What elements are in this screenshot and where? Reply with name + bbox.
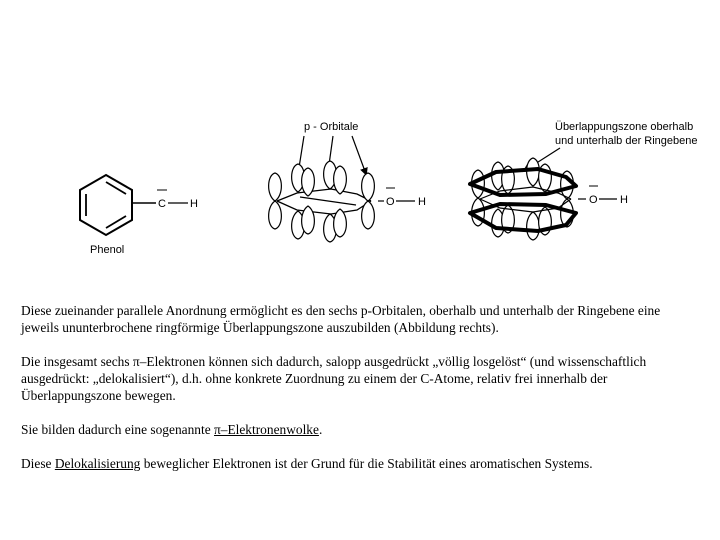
- paragraph-overlap: Diese zueinander parallele Anordnung erm…: [21, 303, 661, 335]
- overlap-label-line2: und unterhalb der Ringebene: [555, 135, 698, 147]
- phenol-structure: C H Phenol: [79, 173, 198, 256]
- paragraph-electron-cloud: Sie bilden dadurch eine sogenannte π–Ele…: [21, 421, 701, 438]
- p-orbitals-diagram: p - Orbitale O H: [268, 121, 426, 243]
- right-group-o: O: [589, 194, 598, 206]
- aromaticity-figure: C H Phenol p - Orbitale O H Überlap: [79, 121, 698, 256]
- p4-text-before: Diese: [21, 456, 55, 471]
- arrow-3: [351, 135, 368, 176]
- middle-group-o: O: [386, 196, 395, 208]
- phenol-label: Phenol: [90, 244, 124, 256]
- p-orbitals-label: p - Orbitale: [304, 121, 358, 133]
- p4-text-after: beweglicher Elektronen ist der Grund für…: [140, 456, 593, 471]
- phenol-group-h: H: [190, 198, 198, 210]
- overlap-ring-bottom: [468, 202, 578, 233]
- p3-text-before: Sie bilden dadurch eine sogenannte: [21, 422, 214, 437]
- p-orbital-lobes: [268, 160, 375, 243]
- delocalization-link[interactable]: Delokalisierung: [54, 456, 141, 471]
- overlap-zone-diagram: Überlappungszone oberhalb und unterhalb …: [468, 121, 698, 241]
- overlap-label-line1: Überlappungszone oberhalb: [555, 121, 693, 133]
- ring-skeleton: [276, 188, 372, 215]
- overlap-ring-top: [468, 167, 578, 197]
- middle-group-h: H: [418, 196, 426, 208]
- paragraph-electrons: Die insgesamt sechs π–Elektronen können …: [21, 354, 647, 403]
- right-group-h: H: [620, 194, 628, 206]
- p3-text-after: .: [318, 422, 323, 437]
- paragraph-delocalization: Diese Delokalisierung beweglicher Elektr…: [21, 455, 701, 472]
- benzene-ring: [79, 173, 133, 237]
- phenol-group-c: C: [158, 198, 166, 210]
- electron-cloud-link[interactable]: π–Elektronenwolke: [214, 422, 319, 437]
